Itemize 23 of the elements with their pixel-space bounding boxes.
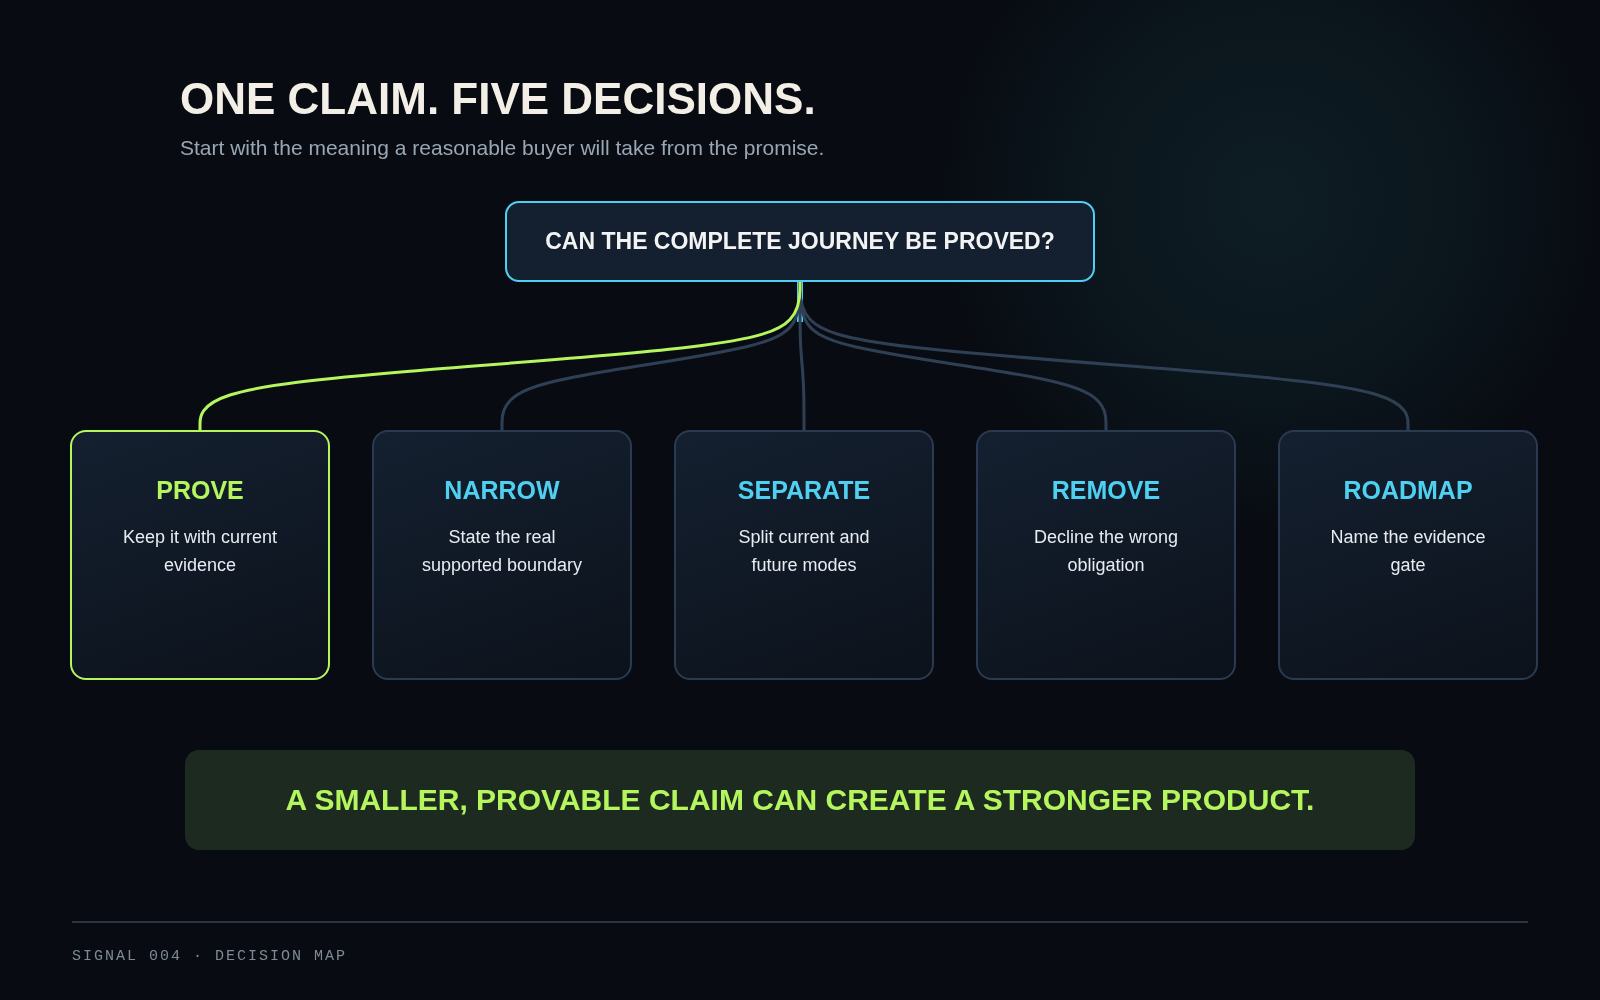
box-text: A SMALLER, PROVABLE CLAIM CAN CREATE A STRONGER PRODUCT. xyxy=(285,783,1315,817)
card-description: Name the evidence gate xyxy=(1329,526,1487,577)
connector-line xyxy=(198,282,802,430)
decision-card xyxy=(1278,430,1538,680)
box-text: CAN THE COMPLETE JOURNEY BE PROVED? xyxy=(545,228,1055,255)
decision-card xyxy=(976,430,1236,680)
conclusion-banner xyxy=(185,750,1415,850)
card-heading: SEPARATE xyxy=(737,476,871,505)
decision-card xyxy=(372,430,632,680)
title: ONE CLAIM. FIVE DECISIONS. xyxy=(180,74,816,124)
subtitle: Start with the meaning a reasonable buyer will take from the promise. xyxy=(180,136,825,160)
card-description: Keep it with current evidence xyxy=(121,526,279,577)
card-heading: REMOVE xyxy=(1051,476,1161,505)
card-description: Split current and future modes xyxy=(737,526,871,577)
decision-card xyxy=(674,430,934,680)
question-box xyxy=(505,201,1095,282)
decision-card xyxy=(70,430,330,680)
card-heading: ROADMAP xyxy=(1343,476,1473,505)
card-description: Decline the wrong obligation xyxy=(1032,526,1180,577)
footer-text: SIGNAL 004 · DECISION MAP xyxy=(72,948,348,965)
card-heading: NARROW xyxy=(444,476,560,505)
card-description: State the real supported boundary xyxy=(420,526,584,577)
card-heading: PROVE xyxy=(156,476,244,505)
